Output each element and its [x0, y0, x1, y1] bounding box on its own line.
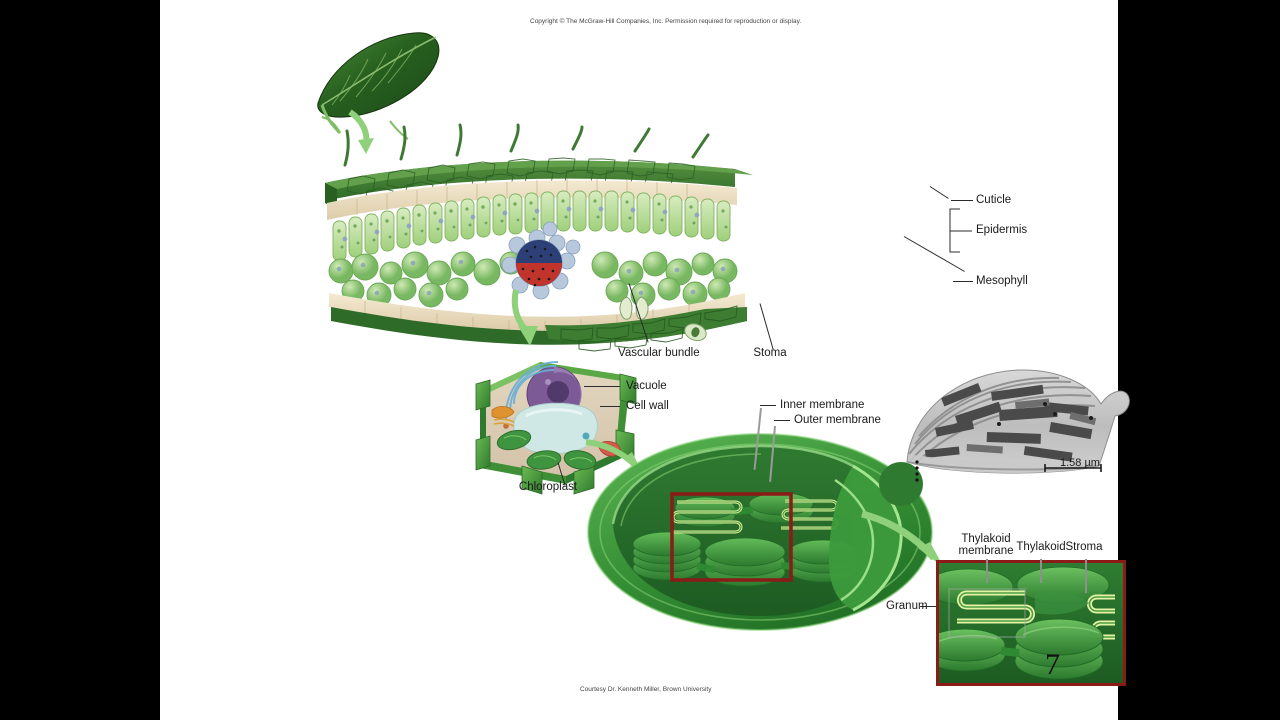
leader-cell-wall	[600, 406, 620, 407]
label-vascular-bundle: Vascular bundle	[618, 347, 700, 359]
whole-leaf-illustration	[317, 32, 440, 140]
leader-inner-membrane-h	[760, 405, 776, 406]
stoma-shape	[619, 296, 707, 342]
slide-page: Copyright © The McGraw-Hill Companies, I…	[160, 0, 1130, 720]
page-number: 7	[1045, 648, 1060, 681]
label-vacuole: Vacuole	[626, 380, 667, 392]
label-thylakoid-membrane-line1: Thylakoid	[961, 533, 1011, 545]
copyright-notice: Copyright © The McGraw-Hill Companies, I…	[530, 18, 802, 25]
bracket-epidermis	[949, 208, 972, 253]
leader-mesophyll-2	[953, 281, 973, 282]
inset-graphic	[939, 563, 1123, 683]
label-epidermis: Epidermis	[976, 224, 1028, 236]
leader-outer-membrane-h	[774, 420, 790, 421]
photo-credit: Courtesy Dr. Kenneth Miller, Brown Unive…	[580, 686, 712, 693]
label-stoma: Stoma	[753, 347, 787, 359]
arrow-leaf-to-section	[348, 109, 374, 154]
chloroplast-micrograph	[879, 369, 1130, 506]
label-granum: Granum	[886, 600, 928, 612]
label-outer-membrane: Outer membrane	[794, 414, 881, 426]
chloroplast-illustration	[587, 433, 933, 631]
leader-cuticle-2	[929, 186, 949, 199]
label-cell-wall: Cell wall	[626, 400, 669, 412]
label-thylakoid-membrane-line2: membrane	[958, 545, 1014, 557]
scale-bar-graphic	[1044, 464, 1102, 472]
label-mesophyll: Mesophyll	[976, 275, 1028, 287]
label-thylakoid: Thylakoid	[1016, 541, 1066, 553]
leader-stroma	[1085, 559, 1087, 593]
magnified-inset	[936, 560, 1126, 686]
label-chloroplast: Chloroplast	[518, 481, 578, 493]
leader-vacuole	[584, 386, 620, 387]
vascular-bundle-shape	[501, 221, 581, 300]
leaf-cross-section	[325, 123, 753, 352]
label-inner-membrane: Inner membrane	[780, 399, 865, 411]
label-stroma: Stroma	[1065, 541, 1103, 553]
label-cuticle: Cuticle	[976, 194, 1012, 206]
leader-thylakoid-membrane	[986, 559, 988, 583]
magnified-region-outline	[670, 492, 793, 582]
leader-cuticle	[951, 200, 973, 201]
label-scale-bar: 1.58 µm	[1060, 457, 1100, 469]
arrow-section-to-cell	[511, 289, 538, 346]
leader-thylakoid	[1040, 559, 1042, 583]
